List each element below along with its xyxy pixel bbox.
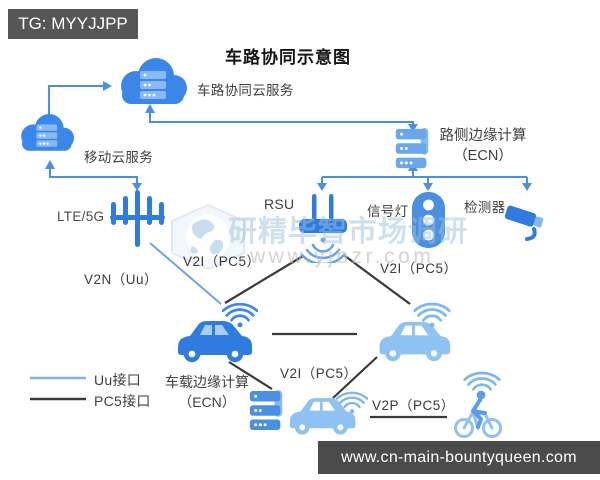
link-vrcloud-to-roadside-ecn xyxy=(149,112,414,125)
right-car-wifi-icon xyxy=(413,302,451,328)
arrow-into-mobilecloud-bottom xyxy=(45,160,55,169)
arrow-into-signal-light xyxy=(423,183,433,191)
vehicle-ecn-label: 车载边缘计算 （ECN） xyxy=(160,372,254,412)
site-url-badge: www.cn-main-bountyqueen.com xyxy=(318,441,600,474)
link-mobilecloud-to-antenna xyxy=(49,167,138,184)
signal-light-label: 信号灯 xyxy=(367,204,409,219)
vehicle-ecn-label-line2: （ECN） xyxy=(178,394,236,410)
rsu-router-icon xyxy=(299,194,347,233)
right-car-icon xyxy=(379,321,451,362)
bottom-car-wifi-icon xyxy=(336,391,368,414)
vehicle-ecn-label-line1: 车载边缘计算 xyxy=(165,374,249,390)
mobile-cloud-icon xyxy=(21,114,74,151)
v2n-uu-label: V2N（Uu） xyxy=(84,272,159,287)
bottom-car-icon xyxy=(289,398,356,435)
cyclist-icon xyxy=(454,390,502,438)
traffic-light-icon xyxy=(412,192,445,248)
detector-label: 检测器 xyxy=(464,200,506,215)
roadside-ecn-label: 路侧边缘计算 （ECN） xyxy=(433,126,533,166)
legend-uu-label: Uu接口 xyxy=(94,372,142,388)
roadside-ecn-label-line2: （ECN） xyxy=(453,148,513,164)
detector-camera-icon xyxy=(504,205,544,241)
legend-pc5-label: PC5接口 xyxy=(94,393,151,409)
mobile-cloud-label: 移动云服务 xyxy=(84,150,153,165)
rsu-wifi-down-icon xyxy=(301,237,345,263)
lte-label: LTE/5G xyxy=(57,209,105,224)
left-car-wifi-icon xyxy=(222,302,258,328)
roadside-ecn-label-line1: 路侧边缘计算 xyxy=(439,128,527,144)
arrow-into-rsu xyxy=(317,183,327,191)
left-car-icon xyxy=(178,321,252,363)
diagram-title: 车路协同示意图 xyxy=(225,48,351,67)
arrow-into-vrcloud-left xyxy=(103,81,112,91)
v2i-right-label: V2I（PC5） xyxy=(380,261,458,276)
roadside-ecn-server-icon xyxy=(395,127,429,169)
lte-antenna-icon xyxy=(110,190,165,247)
tg-badge: TG: MYYJJPP xyxy=(8,9,138,39)
arrow-into-detector xyxy=(522,183,532,191)
vehicle-ecn-server-icon xyxy=(249,390,283,430)
v2p-label: V2P（PC5） xyxy=(372,398,455,413)
rsu-label: RSU xyxy=(264,196,295,212)
v2i-left-label: V2I（PC5） xyxy=(183,254,261,269)
vr-cloud-label: 车路协同云服务 xyxy=(197,83,294,98)
v2i-mid-label: V2I（PC5） xyxy=(280,366,358,381)
vr-cloud-icon xyxy=(121,58,187,104)
